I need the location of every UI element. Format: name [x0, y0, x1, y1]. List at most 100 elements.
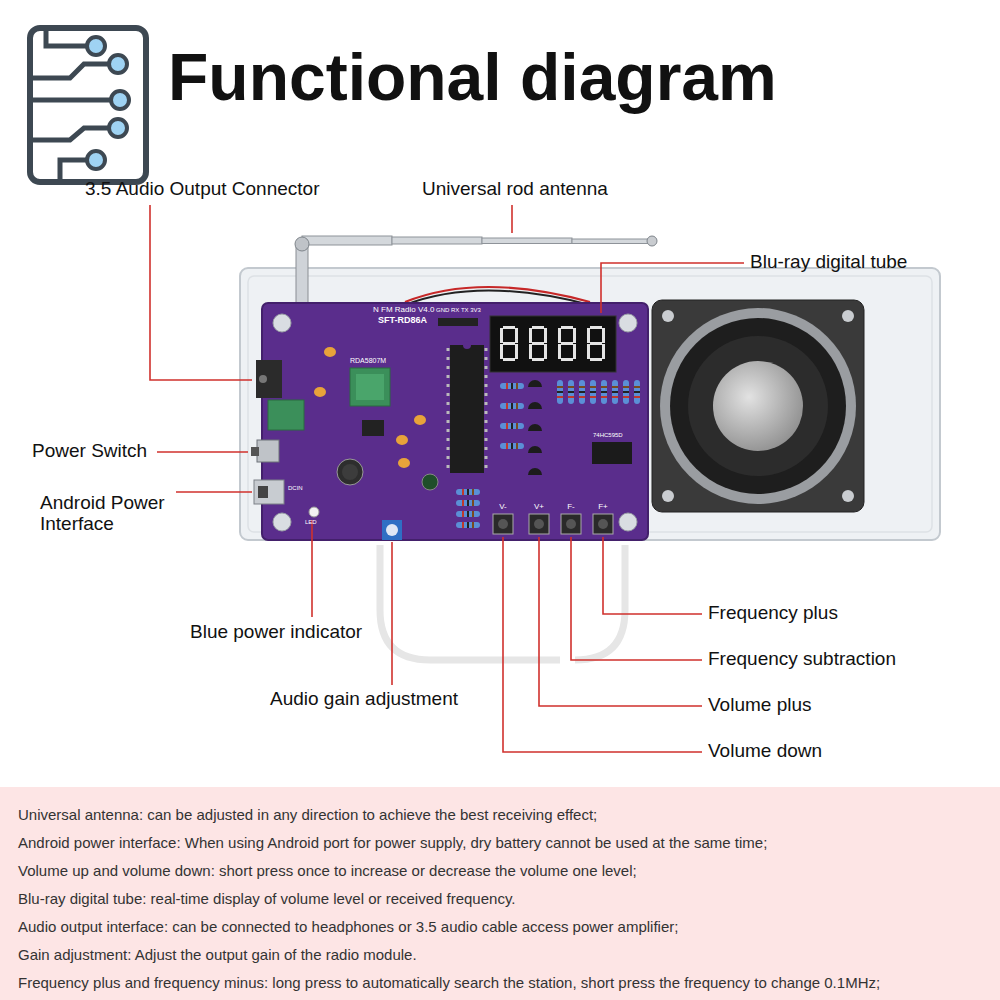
chip-pins: [448, 348, 486, 470]
icon-wire: [46, 28, 86, 46]
digital-display: [490, 316, 616, 372]
note-line: Volume up and volume down: short press o…: [18, 857, 982, 885]
leader-line: [150, 205, 252, 380]
leader-lines: [150, 205, 744, 752]
resistor: [579, 380, 585, 404]
icon-frame: [30, 28, 146, 182]
note-line: Gain adjustment: Adjust the output gain …: [18, 941, 982, 969]
circuit-icon: [30, 28, 146, 182]
display-digit: [529, 326, 547, 361]
capacitor: [398, 458, 410, 468]
resistor: [500, 423, 524, 429]
transistors: [528, 380, 542, 475]
resistor: [623, 380, 629, 404]
display-digit: [587, 326, 605, 361]
icon-dot: [109, 119, 127, 137]
pin-header: [438, 318, 478, 326]
callout-label: Volume plus: [708, 694, 812, 717]
resistor: [557, 380, 563, 404]
antenna-segment: [572, 239, 648, 244]
callout-label: 3.5 Audio Output Connector: [85, 178, 320, 201]
speaker-frame: [652, 300, 864, 512]
resistor: [612, 380, 618, 404]
callout-label: Audio gain adjustment: [270, 688, 458, 711]
silkscreen-label: V-: [499, 502, 507, 512]
speaker-surround: [670, 318, 846, 494]
red-wire: [405, 287, 590, 302]
screw: [273, 314, 291, 332]
icon-dot: [87, 37, 105, 55]
resistor: [500, 403, 524, 409]
icon-wire: [30, 98, 110, 103]
antenna-tip: [647, 236, 657, 246]
screw: [662, 490, 674, 502]
radio-module: [350, 368, 390, 406]
resistor: [634, 380, 640, 404]
leader-line: [511, 205, 513, 233]
chip-notch: [463, 341, 471, 349]
pcb-board: [262, 303, 648, 540]
dc-jack-port: [258, 486, 268, 498]
leader-line: [503, 537, 702, 752]
screw: [273, 513, 291, 531]
switch-lever: [251, 447, 259, 456]
notes-band: Universal antenna: can be adjusted in an…: [0, 787, 1000, 1000]
resistor: [456, 489, 480, 495]
leader-line: [601, 263, 744, 313]
resistor: [456, 500, 480, 506]
led: [309, 507, 319, 517]
note-line: Android power interface: When using Andr…: [18, 829, 982, 857]
callout-label: Universal rod antenna: [422, 178, 608, 201]
jack-hole: [259, 375, 267, 383]
dc-jack: [254, 480, 284, 504]
note-line: Universal antenna: can be adjusted in an…: [18, 801, 982, 829]
push-button: [593, 514, 613, 534]
screw: [842, 490, 854, 502]
leader-line: [539, 537, 702, 706]
rod-antenna: [295, 236, 657, 308]
amp-chip: [362, 420, 384, 436]
push-button: [529, 514, 549, 534]
icon-wire: [30, 64, 108, 78]
callout-label: Blu-ray digital tube: [750, 251, 907, 274]
silkscreen-label: F-: [567, 502, 575, 512]
silkscreen-label: SFT-RD86A: [378, 315, 427, 326]
leader-line: [157, 451, 248, 453]
antenna-pivot: [295, 237, 309, 251]
resistor: [500, 443, 524, 449]
push-button: [561, 514, 581, 534]
screw: [619, 314, 637, 332]
resistor: [590, 380, 596, 404]
callout-label: Android Power Interface: [40, 493, 178, 535]
speaker-cone: [688, 336, 828, 476]
gain-potentiometer: [382, 520, 402, 540]
resistor: [456, 522, 480, 528]
resistor: [601, 380, 607, 404]
callout-label: Frequency subtraction: [708, 648, 896, 671]
capacitor: [422, 474, 438, 490]
icon-dot: [87, 151, 105, 169]
screw: [619, 513, 637, 531]
screw: [662, 310, 674, 322]
resistor: [500, 383, 524, 389]
callout-label: Frequency plus: [708, 602, 838, 625]
icon-wire: [30, 128, 108, 140]
shift-register-chip: [592, 442, 632, 464]
speaker-ring: [660, 308, 856, 504]
callout-label: Blue power indicator: [190, 621, 362, 644]
pot-knob: [386, 524, 398, 536]
power-module: [268, 400, 304, 430]
display-digit: [500, 326, 518, 361]
capacitor: [324, 347, 336, 357]
power-switch: [257, 440, 279, 462]
audio-jack: [256, 360, 282, 398]
leader-line: [311, 520, 313, 617]
icon-wire: [60, 160, 86, 182]
screw: [842, 310, 854, 322]
resistor: [568, 380, 574, 404]
note-line: Frequency plus and frequency minus: long…: [18, 969, 982, 997]
silkscreen-label: RDA5807M: [350, 357, 386, 365]
silkscreen-label: V+: [534, 502, 544, 512]
silkscreen-label: N FM Radio V4.0: [373, 305, 434, 315]
